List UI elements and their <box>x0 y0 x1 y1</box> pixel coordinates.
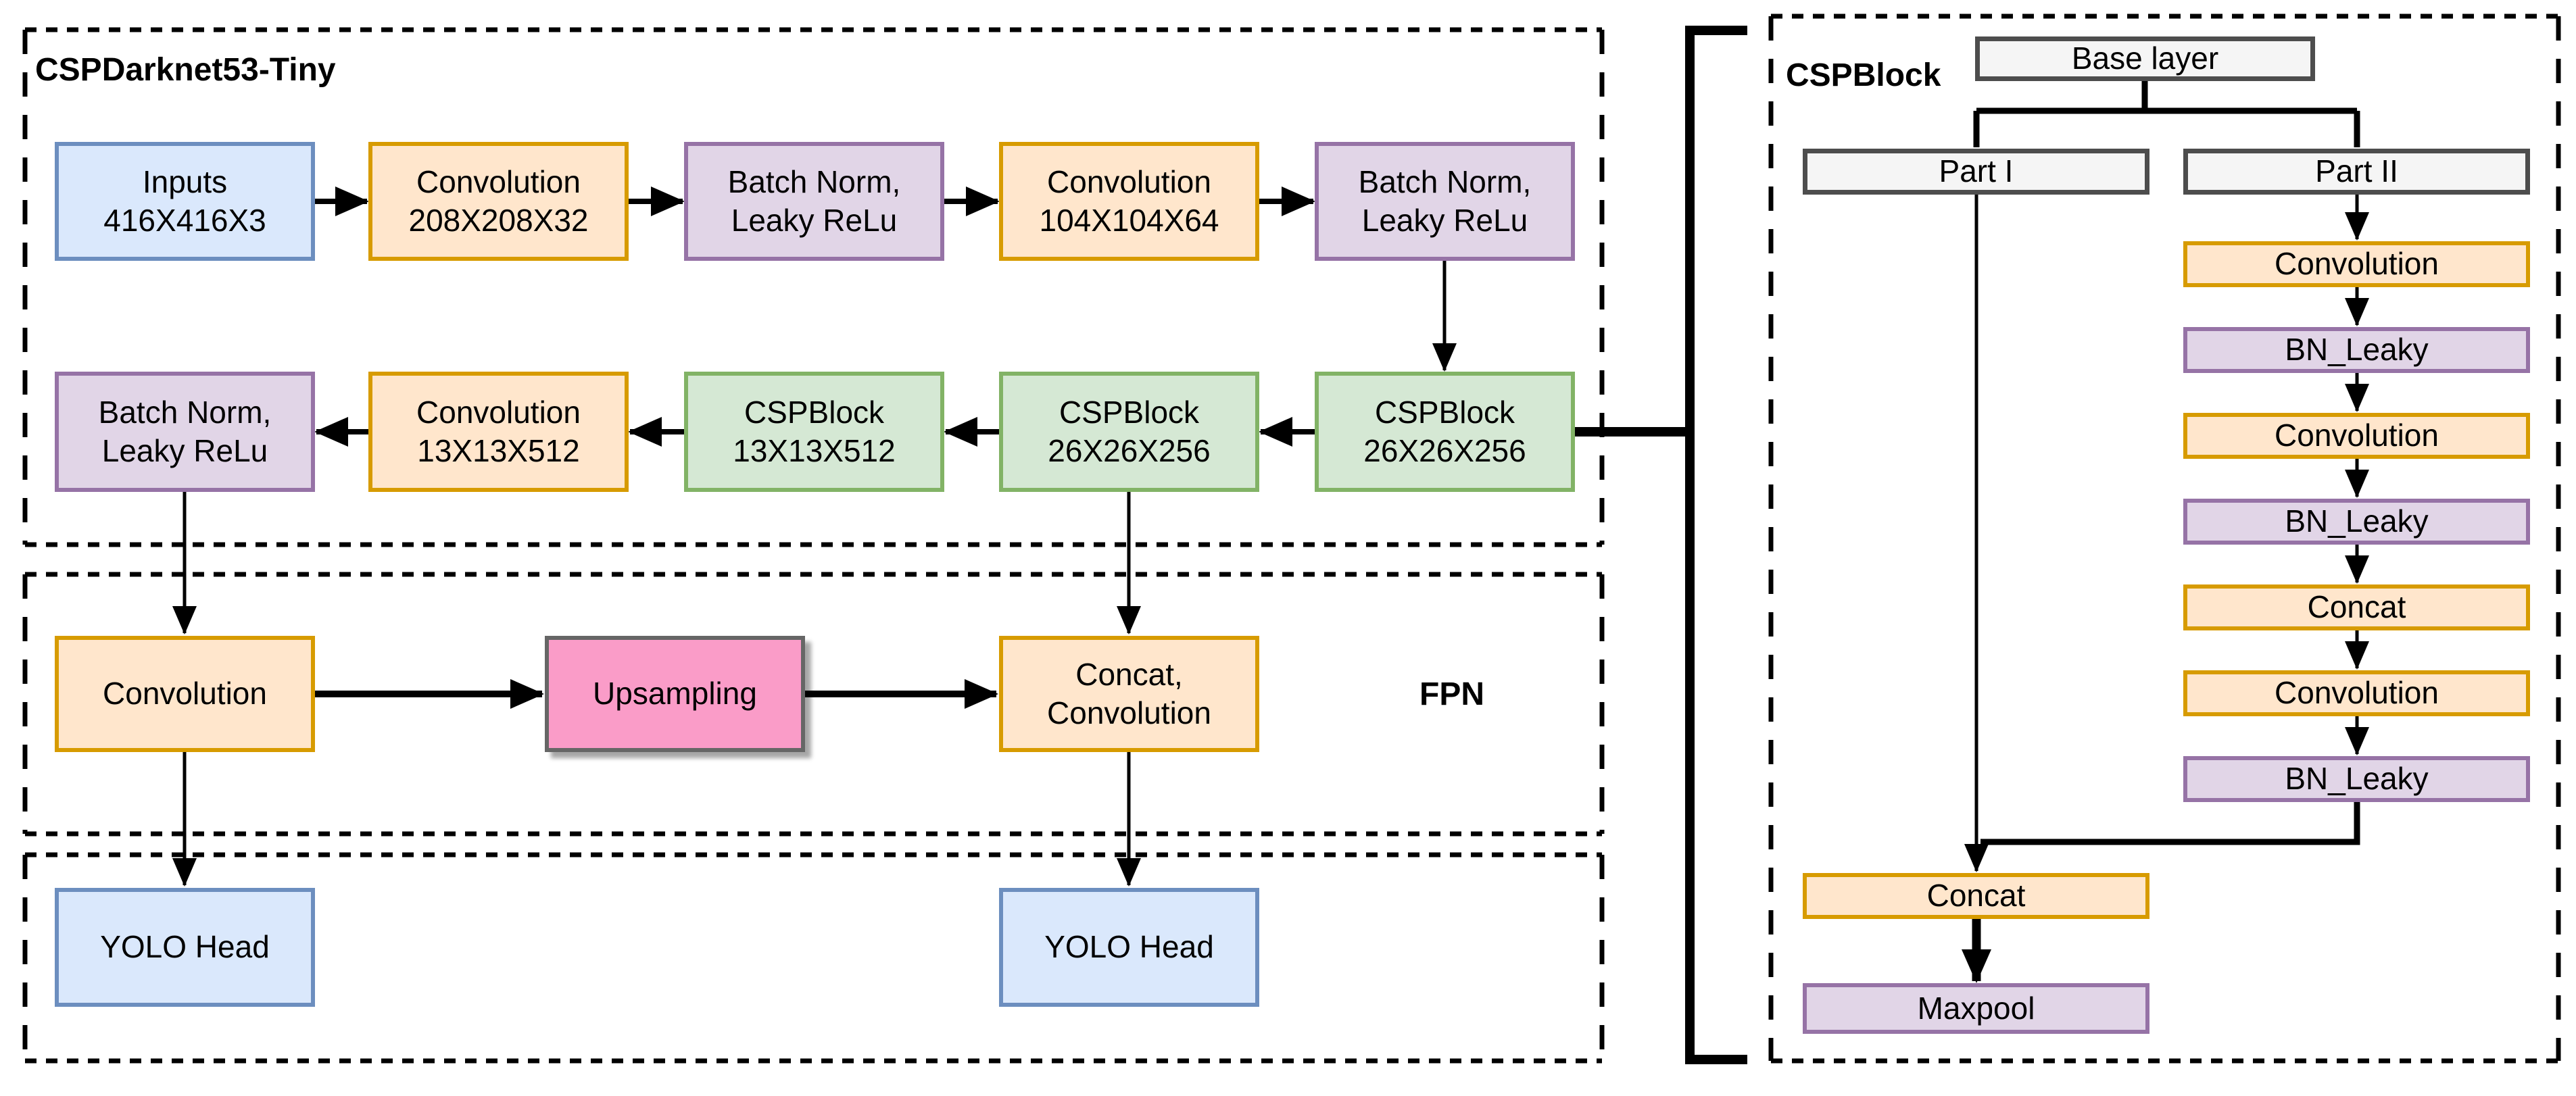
region-fpn-border <box>22 572 1605 837</box>
cspblock-panel-title: CSPBlock <box>1786 57 1941 93</box>
node-bn-leaky-relu-3: Batch Norm, Leaky ReLu <box>55 372 315 492</box>
node-part-1: Part I <box>1803 149 2149 195</box>
node-conv-13x13x512: Convolution 13X13X512 <box>368 372 629 492</box>
fpn-region-title: FPN <box>1419 676 1484 712</box>
region-heads-border <box>22 852 1605 1064</box>
node-bn-leaky-relu-1: Batch Norm, Leaky ReLu <box>684 142 944 261</box>
node-stack-convolution-1: Convolution <box>2183 241 2530 287</box>
panel-bnleaky-elbow <box>1980 802 2360 845</box>
node-yolo-head-1: YOLO Head <box>55 888 315 1007</box>
node-upsampling: Upsampling <box>545 636 805 752</box>
node-concat-convolution: Concat, Convolution <box>999 636 1259 752</box>
node-bn-leaky-relu-2: Batch Norm, Leaky ReLu <box>1315 142 1575 261</box>
node-stack-bn-leaky-1: BN_Leaky <box>2183 327 2530 373</box>
node-part-2: Part II <box>2183 149 2530 195</box>
panel-base-split <box>1973 81 2360 147</box>
node-cspblock-13x13x512: CSPBlock 13X13X512 <box>684 372 944 492</box>
node-maxpool: Maxpool <box>1803 983 2149 1034</box>
node-cspblock-26x26x256-b: CSPBlock 26X26X256 <box>1315 372 1575 492</box>
node-stack-convolution-2: Convolution <box>2183 413 2530 459</box>
fpn-arrows <box>172 492 1141 887</box>
node-stack-bn-leaky-3: BN_Leaky <box>2183 756 2530 802</box>
node-inputs: Inputs 416X416X3 <box>55 142 315 261</box>
node-fpn-convolution: Convolution <box>55 636 315 752</box>
node-cspblock-26x26x256-a: CSPBlock 26X26X256 <box>999 372 1259 492</box>
cspblock-expansion-bracket <box>1575 26 1747 1064</box>
node-base-layer: Base layer <box>1975 36 2315 81</box>
node-panel-concat: Concat <box>1803 873 2149 919</box>
region-backbone-border <box>22 27 1605 547</box>
node-conv-104x104x64: Convolution 104X104X64 <box>999 142 1259 261</box>
node-stack-convolution-3: Convolution <box>2183 670 2530 716</box>
node-stack-bn-leaky-2: BN_Leaky <box>2183 499 2530 545</box>
node-stack-concat: Concat <box>2183 584 2530 630</box>
node-conv-208x208x32: Convolution 208X208X32 <box>368 142 629 261</box>
backbone-region-title: CSPDarknet53-Tiny <box>35 52 336 88</box>
region-cspblock-panel-border <box>1768 14 2561 1064</box>
node-yolo-head-2: YOLO Head <box>999 888 1259 1007</box>
